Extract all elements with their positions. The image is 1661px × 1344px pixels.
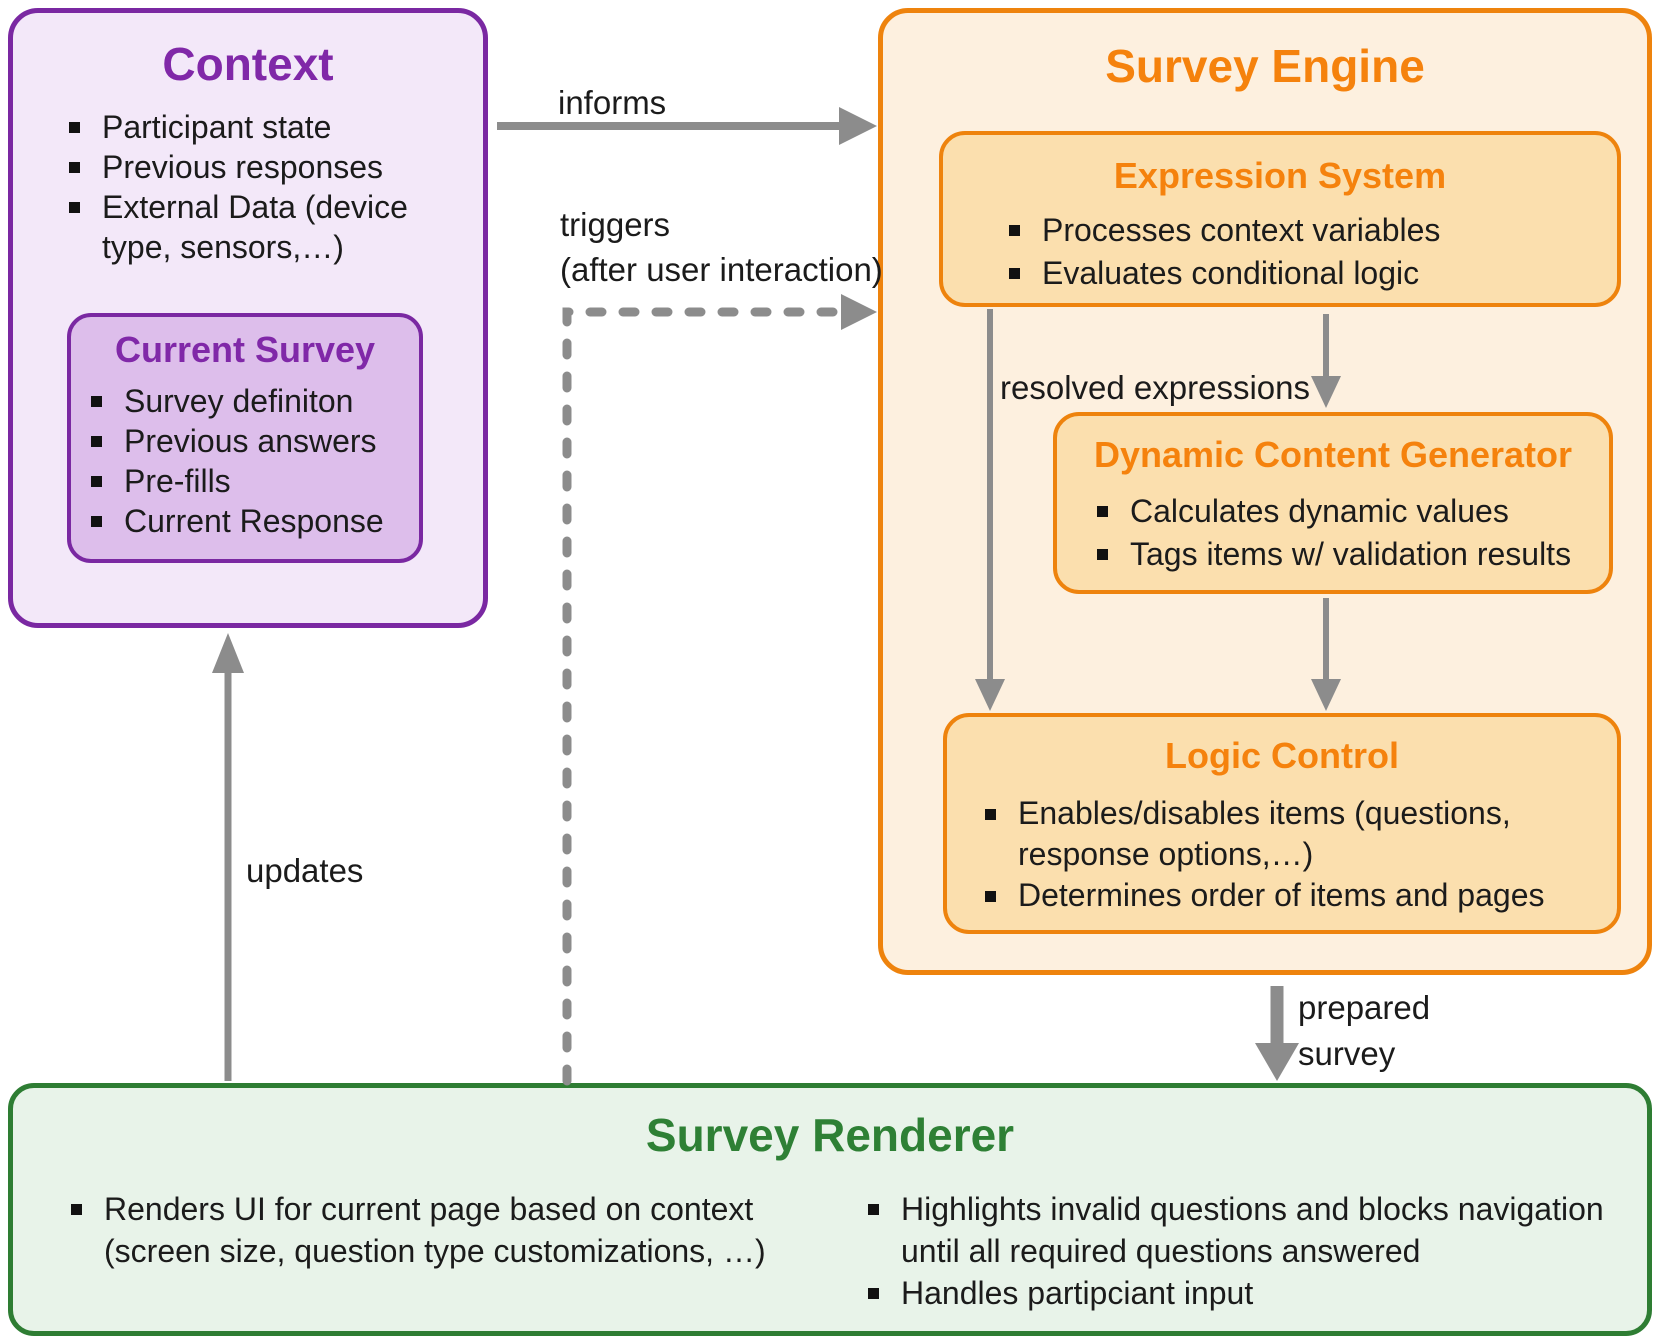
expression-system-list: Processes context variables Evaluates co… (1009, 209, 1617, 295)
list-item: Tags items w/ validation results (1097, 533, 1609, 576)
bullet-icon (868, 1204, 879, 1215)
list-item: Processes context variables (1009, 209, 1617, 252)
survey-engine-title: Survey Engine (1105, 40, 1425, 92)
bullet-icon (69, 122, 80, 133)
dynamic-content-item-text: Calculates dynamic values (1130, 493, 1509, 529)
bullet-icon (868, 1288, 879, 1299)
updates-label: updates (246, 852, 364, 889)
dynamic-content-generator-title: Dynamic Content Generator (1093, 434, 1573, 475)
survey-renderer-title: Survey Renderer (645, 1109, 1015, 1161)
logic-control-title: Logic Control (1165, 735, 1399, 776)
list-item: Calculates dynamic values (1097, 490, 1609, 533)
bullet-icon (985, 891, 996, 902)
bullet-icon (1097, 506, 1108, 517)
resolved-expressions-label: resolved expressions (1000, 369, 1310, 406)
dynamic-content-item-text: Tags items w/ validation results (1130, 536, 1572, 572)
informs-label: informs (558, 84, 667, 121)
current-survey-item-text: Pre-fills (124, 463, 231, 499)
bullet-icon (1009, 268, 1020, 279)
list-item: Enables/disables items (questions, respo… (985, 793, 1585, 875)
logic-control-item-text: Enables/disables items (questions, respo… (1018, 795, 1511, 872)
bullet-icon (985, 809, 996, 820)
current-survey-item-text: Current Response (124, 503, 384, 539)
renderer-left-column: Renders UI for current page based on con… (71, 1188, 796, 1272)
list-item: External Data (device type, sensors,…) (69, 187, 464, 267)
survey-renderer-box: Survey Renderer Renders UI for current p… (8, 1083, 1652, 1336)
logic-control-box: Logic Control Enables/disables items (qu… (943, 713, 1621, 934)
bullet-icon (71, 1204, 82, 1215)
prepared-survey-label-line2: survey (1298, 1035, 1396, 1072)
prepared-survey-label-line1: prepared (1298, 989, 1431, 1026)
list-item: Previous answers (91, 421, 406, 461)
expression-system-title: Expression System (1113, 155, 1447, 196)
bullet-icon (91, 476, 102, 487)
context-list: Participant state Previous responses Ext… (69, 107, 464, 267)
bullet-icon (1009, 225, 1020, 236)
expression-system-box: Expression System Processes context vari… (939, 131, 1621, 307)
dynamic-content-generator-box: Dynamic Content Generator Calculates dyn… (1053, 412, 1613, 594)
context-item-text: Participant state (102, 109, 332, 145)
triggers-label-line2: (after user interaction) (560, 251, 883, 288)
list-item: Highlights invalid questions and blocks … (868, 1188, 1643, 1272)
bullet-icon (69, 202, 80, 213)
dynamic-content-generator-list: Calculates dynamic values Tags items w/ … (1097, 490, 1609, 576)
triggers-label-line1: triggers (560, 206, 671, 243)
current-survey-item-text: Previous answers (124, 423, 377, 459)
current-survey-list: Survey definiton Previous answers Pre-fi… (91, 381, 406, 541)
bullet-icon (91, 436, 102, 447)
informs-arrow (497, 107, 877, 145)
list-item: Determines order of items and pages (985, 875, 1585, 916)
context-box: Context Participant state Previous respo… (8, 8, 488, 628)
renderer-item-text: Highlights invalid questions and blocks … (901, 1191, 1604, 1269)
triggers-arrow (562, 294, 877, 1086)
updates-arrow (212, 633, 244, 1081)
list-item: Current Response (91, 501, 406, 541)
list-item: Previous responses (69, 147, 464, 187)
prepared-survey-label: prepared survey (1298, 985, 1430, 1077)
bullet-icon (91, 396, 102, 407)
current-survey-item-text: Survey definiton (124, 383, 354, 419)
current-survey-box: Current Survey Survey definiton Previous… (67, 313, 423, 563)
list-item: Renders UI for current page based on con… (71, 1188, 796, 1272)
bullet-icon (1097, 549, 1108, 560)
renderer-right-column: Highlights invalid questions and blocks … (868, 1188, 1643, 1314)
list-item: Participant state (69, 107, 464, 147)
logic-control-list: Enables/disables items (questions, respo… (985, 793, 1585, 916)
prepared-survey-arrow (1255, 986, 1299, 1081)
triggers-label: triggers (after user interaction) (560, 202, 883, 292)
list-item: Handles partipciant input (868, 1272, 1643, 1314)
bullet-icon (91, 516, 102, 527)
renderer-item-text: Handles partipciant input (901, 1275, 1254, 1311)
current-survey-title: Current Survey (114, 329, 376, 370)
context-item-text: Previous responses (102, 149, 384, 185)
expression-system-item-text: Evaluates conditional logic (1042, 255, 1420, 291)
renderer-item-text: Renders UI for current page based on con… (104, 1191, 766, 1269)
list-item: Survey definiton (91, 381, 406, 421)
list-item: Pre-fills (91, 461, 406, 501)
survey-engine-box: Survey Engine Expression System Processe… (878, 8, 1652, 975)
list-item: Evaluates conditional logic (1009, 252, 1617, 295)
bullet-icon (69, 162, 80, 173)
logic-control-item-text: Determines order of items and pages (1018, 877, 1545, 913)
expression-system-item-text: Processes context variables (1042, 212, 1441, 248)
context-item-text: External Data (device type, sensors,…) (102, 189, 408, 265)
context-title: Context (162, 38, 334, 90)
